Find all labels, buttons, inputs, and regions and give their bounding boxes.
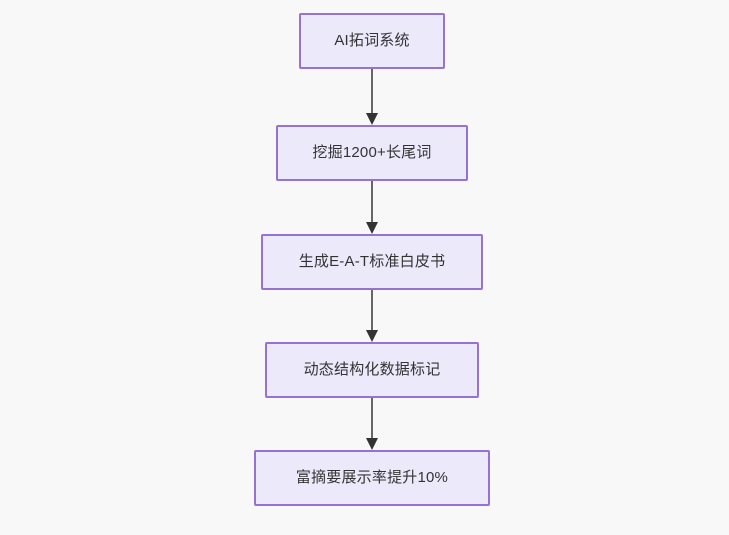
flow-node-label: 挖掘1200+长尾词 — [312, 144, 432, 161]
flow-node-dynamic-structured-data-markup[interactable]: 动态结构化数据标记 — [265, 342, 479, 398]
flow-node-label: 生成E-A-T标准白皮书 — [298, 253, 446, 270]
flow-node-label: 富摘要展示率提升10% — [295, 469, 449, 486]
edge-node4-to-node5 — [366, 398, 378, 450]
flow-node-label: 动态结构化数据标记 — [303, 361, 441, 378]
arrowhead-icon — [366, 113, 378, 125]
flow-node-ai-keyword-system[interactable]: AI拓词系统 — [299, 13, 445, 69]
edge-node2-to-node3 — [366, 181, 378, 234]
flow-node-rich-snippet-rate-increase[interactable]: 富摘要展示率提升10% — [254, 450, 490, 506]
arrowhead-icon — [366, 330, 378, 342]
flow-node-mine-longtail-keywords[interactable]: 挖掘1200+长尾词 — [276, 125, 468, 181]
flow-node-generate-eat-whitepaper[interactable]: 生成E-A-T标准白皮书 — [261, 234, 483, 290]
flow-node-label: AI拓词系统 — [334, 32, 410, 49]
edge-node3-to-node4 — [366, 290, 378, 342]
arrowhead-icon — [366, 438, 378, 450]
edge-node1-to-node2 — [366, 69, 378, 125]
arrowhead-icon — [366, 222, 378, 234]
